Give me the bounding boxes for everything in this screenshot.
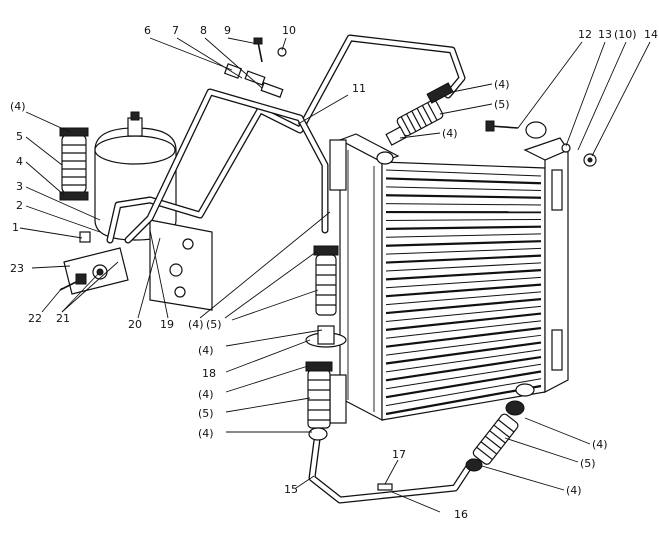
- radiator-fin: [385, 298, 542, 315]
- radiator-fin: [385, 334, 542, 356]
- callout-4-top-a: (4): [494, 78, 510, 91]
- radiator-fin: [385, 291, 542, 306]
- callout-15: 15: [284, 483, 298, 496]
- callout-20: 20: [128, 318, 142, 331]
- callout-14: 14: [644, 28, 658, 41]
- callout-8: 8: [200, 24, 207, 37]
- callout-4-left-b: 4: [16, 155, 23, 168]
- callout-21: 21: [56, 312, 70, 325]
- radiator-fin: [385, 218, 542, 221]
- radiator-fin: [385, 177, 542, 185]
- radiator-fin: [385, 341, 542, 365]
- radiator-fin: [385, 276, 542, 289]
- callout-6: 6: [144, 24, 151, 37]
- radiator-fin: [385, 247, 542, 255]
- callout-4-mid-a: (4): [188, 318, 204, 331]
- callout-11: 11: [352, 82, 366, 95]
- radiator-fin: [385, 233, 542, 238]
- radiator-fin: [385, 269, 542, 281]
- radiator-fin: [385, 312, 542, 331]
- callout-4-low-b: (4): [198, 427, 214, 440]
- callout-16: 16: [454, 508, 468, 521]
- radiator-fin: [385, 384, 542, 416]
- radiator-fin: [385, 169, 542, 177]
- radiator-fin: [385, 283, 542, 298]
- callout-3: 3: [16, 180, 23, 193]
- radiator-fin: [385, 225, 542, 230]
- radiator-fin: [385, 320, 542, 339]
- radiator-fin: [385, 355, 542, 382]
- small-parts: [223, 37, 597, 491]
- radiator: [329, 133, 569, 424]
- callout-9: 9: [224, 24, 231, 37]
- callout-4-top-b: (4): [442, 127, 458, 140]
- radiator-fin: [385, 378, 542, 407]
- callout-22: 22: [28, 312, 42, 325]
- callout-4-mid-b: (4): [198, 344, 214, 357]
- radiator-fin: [385, 240, 542, 247]
- radiator-fin: [385, 194, 542, 199]
- radiator-fin: [385, 370, 542, 399]
- callout-labels: 6 7 8 9 10 11 12 13 (10) 14 (4) (5) (4) …: [10, 24, 658, 521]
- radiator-fin: [385, 186, 542, 191]
- leader-lines: [19, 37, 651, 513]
- callout-2: 2: [16, 199, 23, 212]
- callout-5-right: (5): [580, 457, 596, 470]
- radiator-fin: [385, 363, 542, 390]
- radiator-fin: [385, 262, 542, 272]
- callout-4-left: (4): [10, 100, 26, 113]
- callout-1: 1: [12, 221, 19, 234]
- callout-4-right-a: (4): [592, 438, 608, 451]
- callout-5-left: 5: [16, 130, 23, 143]
- callout-5-top: (5): [494, 98, 510, 111]
- radiator-fin: [385, 326, 542, 348]
- callout-4-low-a: (4): [198, 388, 214, 401]
- radiator-fin: [385, 349, 542, 373]
- callout-7: 7: [172, 24, 179, 37]
- radiator-fin: [385, 203, 542, 206]
- callout-17: 17: [392, 448, 406, 461]
- callout-12: 12: [578, 28, 592, 41]
- callout-18: 18: [202, 367, 216, 380]
- callout-5-low: (5): [198, 407, 214, 420]
- callout-5-mid: (5): [206, 318, 222, 331]
- radiator-fin: [385, 254, 542, 264]
- callout-4-right-b: (4): [566, 484, 582, 497]
- callout-13: 13: [598, 28, 612, 41]
- radiator-fin: [385, 305, 542, 322]
- coolant-pipes: [106, 34, 476, 504]
- callout-10-alt: (10): [614, 28, 637, 41]
- callout-10: 10: [282, 24, 296, 37]
- radiator-core-fins: [385, 169, 542, 416]
- callout-19: 19: [160, 318, 174, 331]
- callout-23: 23: [10, 262, 24, 275]
